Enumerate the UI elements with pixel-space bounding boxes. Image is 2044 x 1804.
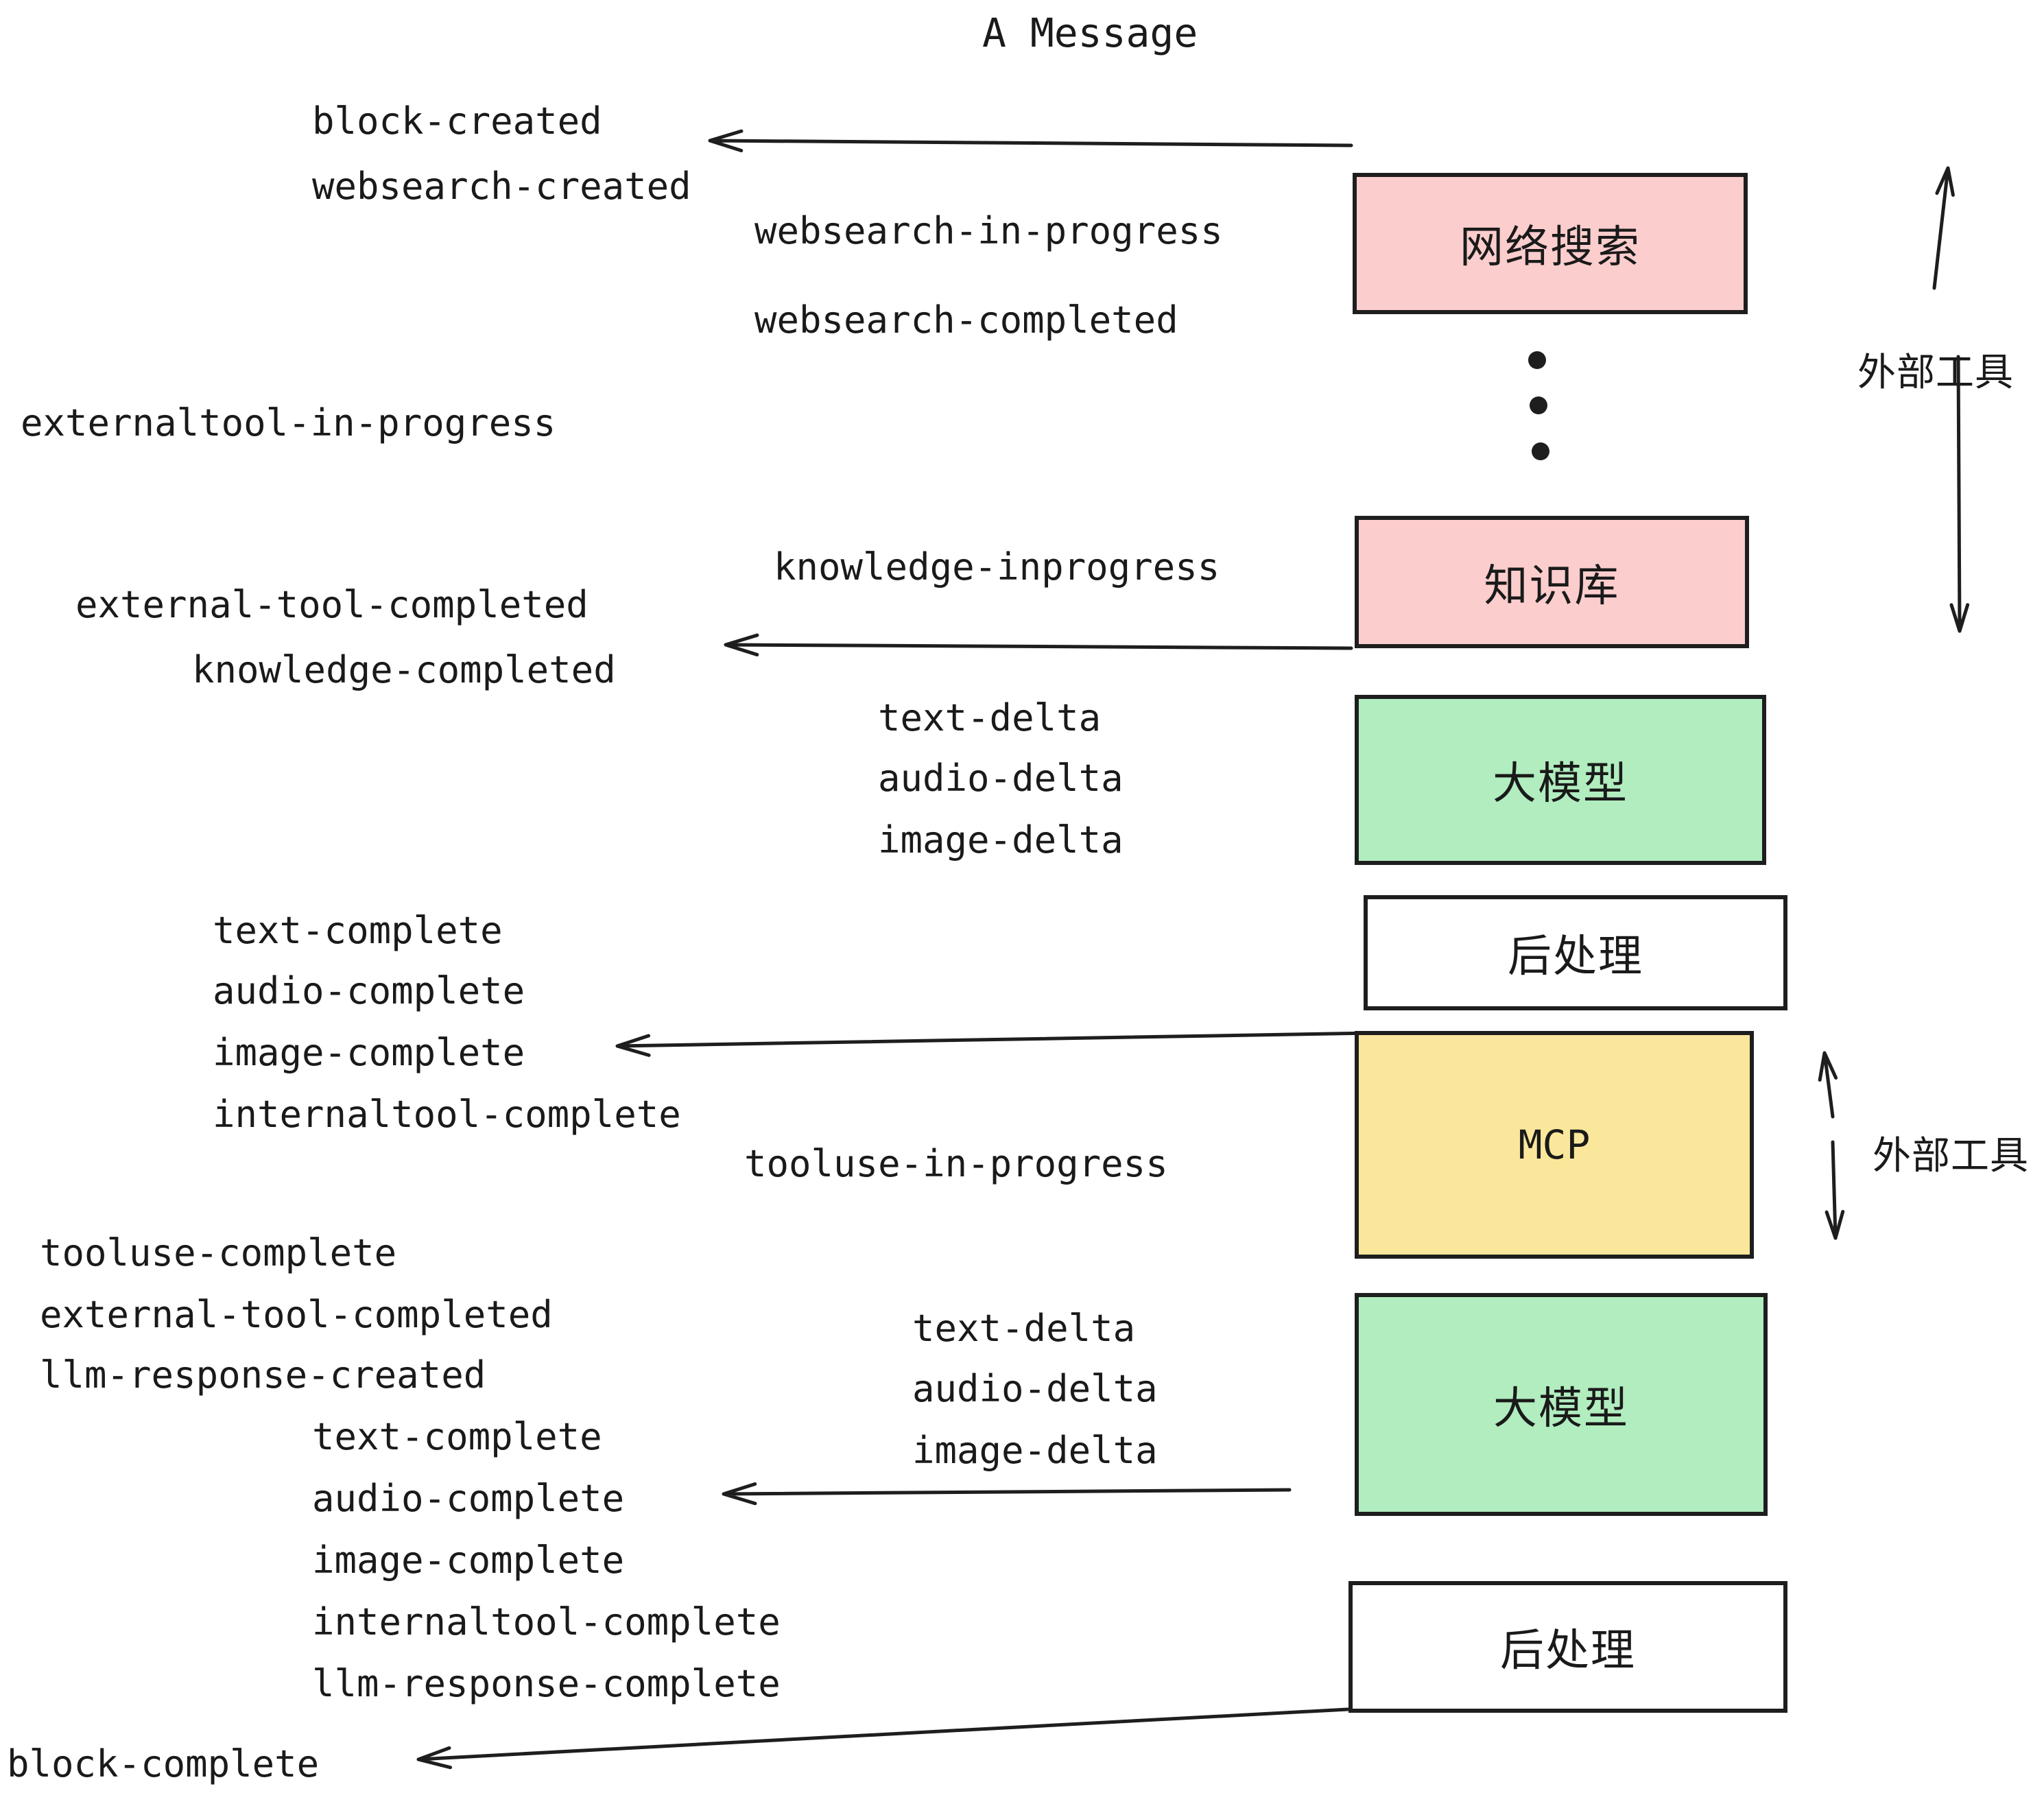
external-tool-up [1932, 166, 1955, 290]
event-label: text-complete [312, 1415, 602, 1458]
event-label: image-delta [878, 818, 1124, 862]
mcp-to-left [615, 1031, 1374, 1057]
event-label: audio-delta [912, 1367, 1158, 1410]
event-label: tooluse-in-progress [744, 1142, 1168, 1185]
event-label: llm-response-complete [312, 1662, 781, 1705]
event-label: internaltool-complete [312, 1600, 781, 1643]
mcp-external-up [1818, 1051, 1838, 1119]
event-label: text-delta [878, 696, 1102, 739]
event-label: internaltool-complete [213, 1093, 681, 1136]
event-label: image-complete [213, 1031, 525, 1074]
ellipsis-dot-icon [1528, 351, 1546, 369]
event-label: block-created [312, 99, 602, 143]
event-label: text-delta [912, 1307, 1136, 1350]
event-label: externaltool-in-progress [21, 401, 556, 444]
event-label: llm-response-created [40, 1353, 486, 1397]
external-tool-down [1949, 355, 1970, 633]
node-box[interactable]: 大模型 [1355, 695, 1766, 865]
postprocess-to-left [416, 1707, 1350, 1770]
event-label: audio-complete [213, 969, 525, 1012]
mcp-external-down [1825, 1140, 1845, 1240]
event-label: websearch-in-progress [754, 209, 1223, 252]
event-label: audio-delta [878, 757, 1124, 800]
node-box[interactable]: 知识库 [1355, 516, 1749, 648]
event-label: tooluse-complete [40, 1231, 397, 1274]
event-label: image-complete [312, 1539, 625, 1582]
ellipsis-dot-icon [1532, 442, 1549, 460]
event-label: external-tool-completed [40, 1293, 553, 1336]
external-tool-bracket-label: 外部工具 [1873, 1134, 2029, 1178]
ellipsis-dot-icon [1530, 396, 1547, 414]
event-label: block-complete [7, 1742, 320, 1785]
page-title: A Message [982, 10, 1198, 56]
event-label: image-delta [912, 1429, 1158, 1472]
node-box[interactable]: 网络搜索 [1353, 173, 1748, 314]
node-box[interactable]: 大模型 [1355, 1293, 1768, 1516]
event-label: knowledge-completed [192, 648, 616, 691]
event-label: audio-complete [312, 1477, 625, 1520]
event-label: text-complete [213, 909, 503, 952]
websearch-to-left [708, 129, 1353, 153]
event-label: websearch-completed [754, 298, 1178, 342]
llm2-to-left [722, 1482, 1292, 1506]
node-box[interactable]: 后处理 [1348, 1581, 1787, 1713]
node-box[interactable]: MCP [1355, 1031, 1754, 1259]
external-tool-bracket-label: 外部工具 [1857, 351, 2014, 395]
knowledge-to-left [724, 633, 1353, 656]
event-label: websearch-created [312, 165, 691, 208]
node-box[interactable]: 后处理 [1364, 895, 1787, 1010]
event-label: external-tool-completed [75, 583, 589, 626]
event-label: knowledge-inprogress [774, 545, 1220, 589]
